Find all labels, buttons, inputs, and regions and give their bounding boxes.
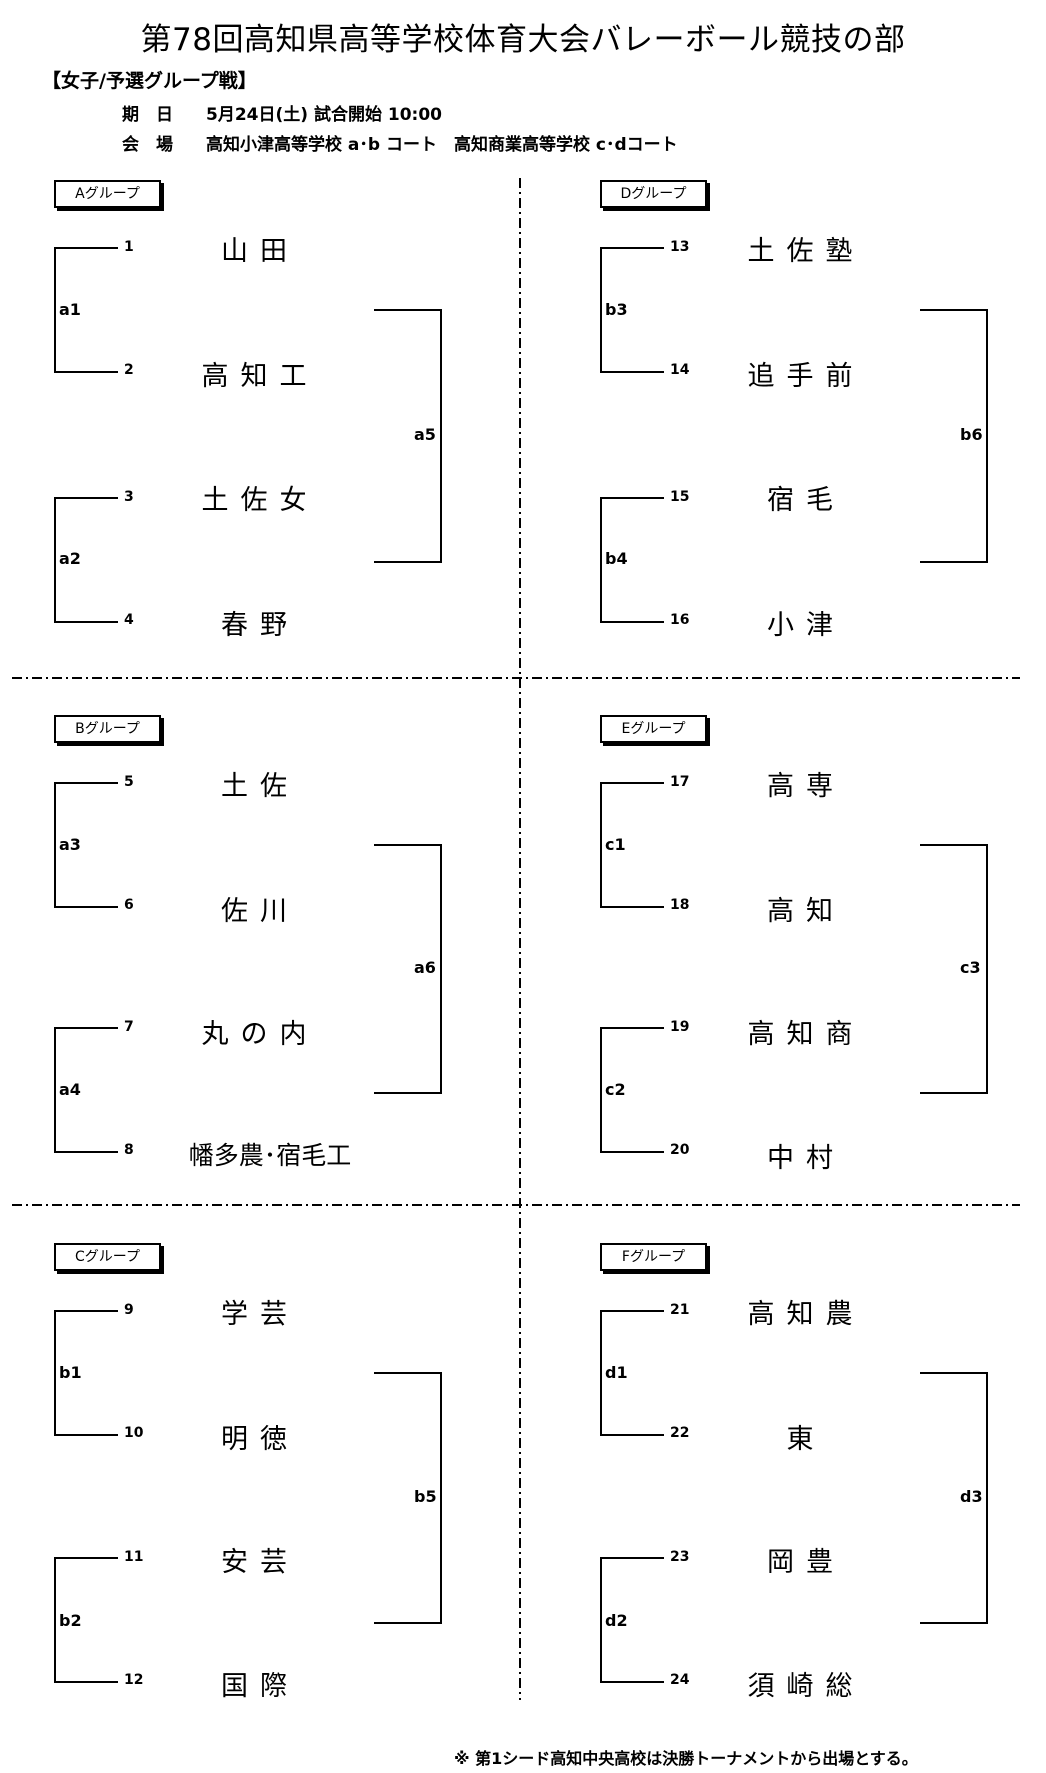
- team-name: 土佐女: [201, 485, 319, 516]
- page-title: 第78回高知県高等学校体育大会バレーボール競技の部: [140, 22, 906, 58]
- team-name: 明徳: [221, 1424, 299, 1455]
- page-subtitle: 【女子/予選グループ戦】: [42, 70, 257, 92]
- venue-label: 会 場: [122, 135, 173, 155]
- team-number: 5: [124, 774, 134, 790]
- team-name: 佐川: [221, 896, 299, 927]
- team-number: 20: [670, 1142, 690, 1158]
- team-name: 小津: [767, 610, 845, 641]
- team-number: 13: [670, 239, 690, 255]
- bracket-match-2: [54, 1557, 118, 1683]
- team-name: 春野: [221, 610, 299, 641]
- match-label: c3: [960, 958, 981, 977]
- bracket-match-2: [600, 497, 664, 623]
- team-name: 中村: [767, 1143, 845, 1174]
- group-label: Eグループ: [600, 715, 707, 743]
- team-name: 国際: [221, 1671, 299, 1702]
- match-label: c1: [605, 835, 626, 854]
- bracket-final: [920, 844, 988, 1094]
- team-number: 22: [670, 1425, 690, 1441]
- match-label: b2: [59, 1611, 82, 1630]
- team-number: 1: [124, 239, 134, 255]
- bracket-final: [374, 309, 442, 563]
- team-name: 高専: [767, 771, 845, 802]
- team-name: 土佐塾: [747, 236, 865, 267]
- match-label: b3: [605, 300, 628, 319]
- team-number: 17: [670, 774, 690, 790]
- match-label: b1: [59, 1363, 82, 1382]
- team-name: 東: [786, 1424, 826, 1455]
- bracket-final: [374, 844, 442, 1094]
- match-label: d2: [605, 1611, 628, 1630]
- team-name: 幡多農･宿毛工: [188, 1141, 352, 1170]
- group-label: Fグループ: [600, 1243, 707, 1271]
- match-label: b5: [414, 1487, 437, 1506]
- team-number: 3: [124, 489, 134, 505]
- venue-value: 高知小津高等学校 a･b コート 高知商業高等学校 c･dコート: [206, 135, 678, 155]
- footnote: ※ 第1シード高知中央高校は決勝トーナメントから出場とする。: [454, 1749, 918, 1768]
- bracket-match-2: [600, 1557, 664, 1683]
- match-label: d1: [605, 1363, 628, 1382]
- team-number: 2: [124, 362, 134, 378]
- bracket-match-1: [54, 1310, 118, 1436]
- team-name: 土佐: [221, 771, 299, 802]
- match-label: a1: [59, 300, 81, 319]
- bracket-match-1: [600, 1310, 664, 1436]
- date-value: 5月24日(土) 試合開始 10:00: [206, 105, 442, 125]
- team-number: 7: [124, 1019, 134, 1035]
- team-name: 丸の内: [201, 1019, 319, 1050]
- team-number: 6: [124, 897, 134, 913]
- team-name: 学芸: [221, 1299, 299, 1330]
- team-number: 12: [124, 1672, 144, 1688]
- team-number: 18: [670, 897, 690, 913]
- match-label: b6: [960, 425, 983, 444]
- team-name: 須崎総: [747, 1671, 865, 1702]
- group-label: Cグループ: [54, 1243, 161, 1271]
- team-name: 高知農: [747, 1299, 865, 1330]
- team-number: 10: [124, 1425, 144, 1441]
- match-label: a2: [59, 549, 81, 568]
- bracket-match-2: [600, 1027, 664, 1153]
- bracket-match-1: [600, 247, 664, 373]
- bracket-final: [920, 1372, 988, 1624]
- team-number: 19: [670, 1019, 690, 1035]
- team-name: 高知工: [201, 361, 319, 392]
- bracket-match-2: [54, 1027, 118, 1153]
- group-label: Dグループ: [600, 180, 707, 208]
- bracket-match-1: [54, 247, 118, 373]
- team-number: 9: [124, 1302, 134, 1318]
- team-name: 宿毛: [767, 485, 845, 516]
- team-name: 山田: [221, 236, 299, 267]
- match-label: a5: [414, 425, 436, 444]
- team-number: 16: [670, 612, 690, 628]
- team-number: 21: [670, 1302, 690, 1318]
- date-label: 期 日: [122, 105, 173, 125]
- team-number: 4: [124, 612, 134, 628]
- bracket-match-2: [54, 497, 118, 623]
- match-label: a6: [414, 958, 436, 977]
- team-name: 岡豊: [767, 1547, 845, 1578]
- team-name: 高知: [767, 896, 845, 927]
- match-label: b4: [605, 549, 628, 568]
- match-label: d3: [960, 1487, 983, 1506]
- group-label: Aグループ: [54, 180, 161, 208]
- match-label: a3: [59, 835, 81, 854]
- team-number: 15: [670, 489, 690, 505]
- bracket-final: [374, 1372, 442, 1624]
- bracket-match-1: [600, 782, 664, 908]
- bracket-final: [920, 309, 988, 563]
- team-number: 8: [124, 1142, 134, 1158]
- team-name: 安芸: [221, 1547, 299, 1578]
- bracket-match-1: [54, 782, 118, 908]
- team-name: 追手前: [747, 361, 865, 392]
- group-label: Bグループ: [54, 715, 161, 743]
- team-number: 23: [670, 1549, 690, 1565]
- team-number: 14: [670, 362, 690, 378]
- team-number: 11: [124, 1549, 144, 1565]
- match-label: c2: [605, 1080, 626, 1099]
- match-label: a4: [59, 1080, 81, 1099]
- team-number: 24: [670, 1672, 690, 1688]
- team-name: 高知商: [747, 1019, 865, 1050]
